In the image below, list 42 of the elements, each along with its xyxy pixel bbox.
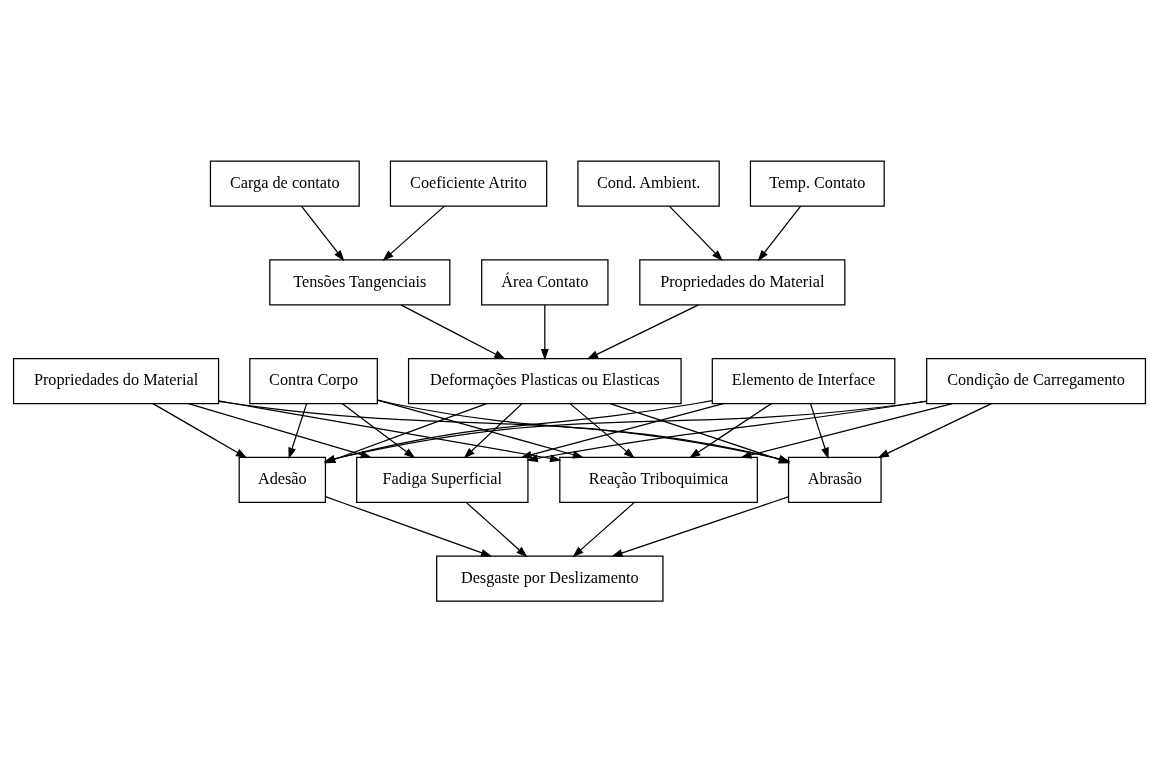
arrow	[300, 205, 345, 261]
node-box: Reação Triboquimica	[559, 456, 758, 503]
node-box: Tensões Tangenciais	[269, 258, 451, 305]
arrow	[520, 402, 724, 459]
arrow	[877, 402, 993, 458]
arrow	[809, 402, 829, 459]
arrow	[288, 402, 308, 459]
node-box: Condição de Carregamento	[926, 357, 1147, 404]
node-box: Deformações Plasticas ou Elasticas	[407, 357, 682, 404]
node-box: Abrasão	[787, 456, 882, 503]
node-box: Temp. Contato	[749, 159, 885, 207]
arrow	[740, 402, 953, 459]
arrow	[341, 402, 416, 458]
node-box: Fadiga Superficial	[356, 456, 529, 503]
arrow	[668, 205, 723, 261]
arrow	[569, 402, 635, 458]
arrow	[540, 303, 549, 360]
arrow	[382, 205, 446, 261]
arrow	[586, 303, 700, 359]
arrow	[465, 501, 528, 557]
arrow	[376, 399, 791, 463]
node-box: Coeficiente Atrito	[389, 159, 548, 207]
arrow	[609, 402, 791, 463]
arrow	[526, 399, 928, 462]
arrow	[463, 402, 523, 458]
node-box: Propriedades do Material	[12, 357, 220, 404]
arrow	[572, 501, 636, 557]
arrow	[400, 303, 506, 359]
arrow	[152, 402, 248, 458]
arrow	[325, 495, 493, 557]
node-box: Elemento de Interface	[711, 357, 896, 404]
arrow	[689, 402, 772, 458]
arrow	[611, 495, 790, 557]
node-box: Contra Corpo	[249, 357, 378, 404]
node-box: Área Contato	[481, 258, 609, 305]
node-box: Desgaste por Deslizamento	[436, 554, 664, 602]
node-box: Propriedades do Material	[639, 258, 846, 305]
node-box: Adesão	[238, 456, 327, 503]
arrow	[757, 205, 802, 261]
node-box: Cond. Ambient.	[577, 159, 720, 207]
arrow	[187, 402, 372, 458]
node-box: Carga de contato	[209, 159, 360, 207]
